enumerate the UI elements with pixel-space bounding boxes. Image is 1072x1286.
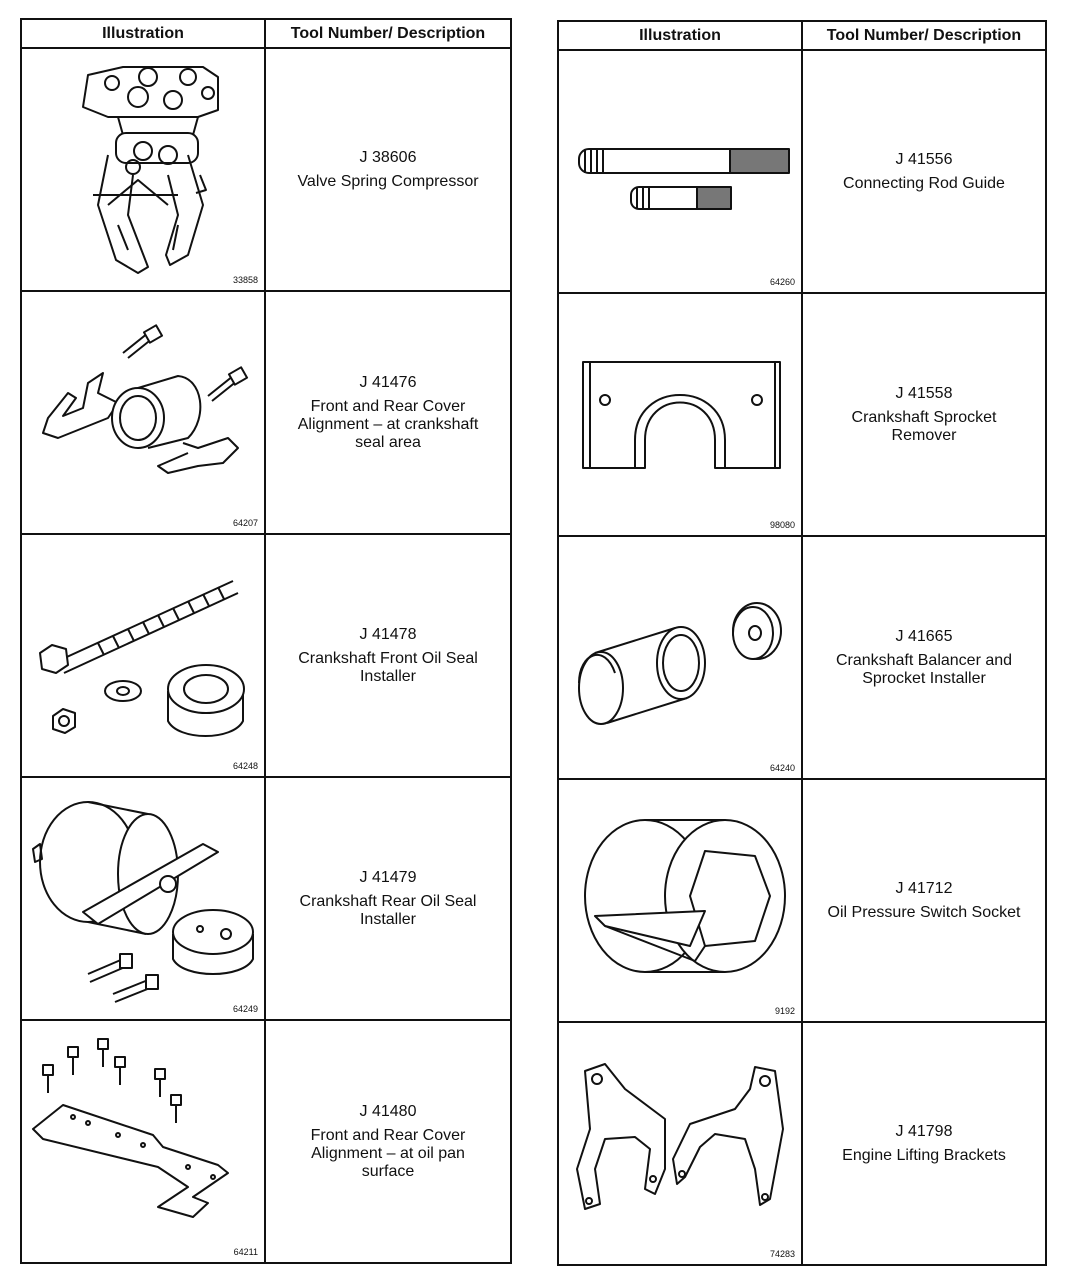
sprocket-remover-icon <box>582 361 781 469</box>
illustration-cell: 64248 <box>20 533 266 778</box>
illustration-cell: 9192 <box>557 778 803 1023</box>
illustration-cell: 98080 <box>557 292 803 537</box>
figure-number: 64211 <box>233 1247 258 1257</box>
balancer-sprocket-installer-icon <box>578 602 782 725</box>
table-row: 98080 J 41558 Crankshaft Sprocket Remove… <box>557 292 1047 537</box>
tool-description: Oil Pressure Switch Socket <box>827 903 1021 921</box>
figure-number: 64260 <box>769 277 795 287</box>
tool-description: Engine Lifting Brackets <box>842 1146 1006 1164</box>
tool-description: Front and Rear Cover Alignment – at cran… <box>297 397 479 451</box>
tool-number: J 41798 <box>895 1122 953 1140</box>
engine-lifting-brackets-icon <box>576 1063 784 1210</box>
illustration-header: Illustration <box>557 20 803 51</box>
description-cell: J 41556 Connecting Rod Guide <box>801 49 1047 294</box>
figure-number: 74283 <box>769 1249 795 1259</box>
figure-number: 64248 <box>232 761 258 771</box>
illustration-cell: 64249 <box>20 776 266 1021</box>
tool-number: J 41712 <box>895 879 953 897</box>
tool-description: Crankshaft Front Oil Seal Installer <box>298 649 478 685</box>
tool-number: J 41558 <box>895 384 953 402</box>
tool-description: Valve Spring Compressor <box>297 172 479 190</box>
tool-description: Front and Rear Cover Alignment – at oil … <box>310 1126 466 1180</box>
tool-number: J 41478 <box>359 625 417 643</box>
illustration-cell: 33858 <box>20 47 266 292</box>
tool-number: J 41665 <box>895 627 953 645</box>
description-cell: J 41798 Engine Lifting Brackets <box>801 1021 1047 1266</box>
table-row: 64260 J 41556 Connecting Rod Guide <box>557 49 1047 294</box>
tools-table-left: Illustration Tool Number/ Description 33… <box>20 18 512 1264</box>
tools-table-right: Illustration Tool Number/ Description 64… <box>557 20 1047 1266</box>
tool-description: Crankshaft Balancer and Sprocket Install… <box>835 651 1013 687</box>
tool-description-header: Tool Number/ Description <box>801 20 1047 51</box>
figure-number: 64240 <box>769 763 795 773</box>
rear-oil-seal-installer-icon <box>32 801 254 1003</box>
description-cell: J 41558 Crankshaft Sprocket Remover <box>801 292 1047 537</box>
description-cell: J 41476 Front and Rear Cover Alignment –… <box>264 290 512 535</box>
tool-description: Crankshaft Rear Oil Seal Installer <box>299 892 477 928</box>
table-row: 64240 J 41665 Crankshaft Balancer and Sp… <box>557 535 1047 780</box>
description-cell: J 41479 Crankshaft Rear Oil Seal Install… <box>264 776 512 1021</box>
table-row: 64211 J 41480 Front and Rear Cover Align… <box>20 1019 512 1264</box>
cover-alignment-oil-pan-icon <box>32 1038 229 1218</box>
illustration-cell: 64240 <box>557 535 803 780</box>
table-row: 64207 J 41476 Front and Rear Cover Align… <box>20 290 512 535</box>
tool-description: Crankshaft Sprocket Remover <box>851 408 997 444</box>
illustration-cell: 64207 <box>20 290 266 535</box>
table-row: 74283 J 41798 Engine Lifting Brackets <box>557 1021 1047 1266</box>
tool-number: J 41480 <box>359 1102 417 1120</box>
cover-alignment-crankshaft-icon <box>42 324 249 474</box>
tool-description: Connecting Rod Guide <box>843 174 1005 192</box>
tool-number: J 41476 <box>359 373 417 391</box>
table-row: 64249 J 41479 Crankshaft Rear Oil Seal I… <box>20 776 512 1021</box>
description-cell: J 38606 Valve Spring Compressor <box>264 47 512 292</box>
illustration-cell: 74283 <box>557 1021 803 1266</box>
illustration-cell: 64211 <box>20 1019 266 1264</box>
valve-spring-compressor-icon <box>82 66 219 274</box>
description-cell: J 41665 Crankshaft Balancer and Sprocket… <box>801 535 1047 780</box>
figure-number: 9192 <box>774 1006 795 1016</box>
table-header-row: Illustration Tool Number/ Description <box>20 18 512 49</box>
figure-number: 64207 <box>232 518 258 528</box>
figure-number: 64249 <box>232 1004 258 1014</box>
description-cell: J 41480 Front and Rear Cover Alignment –… <box>264 1019 512 1264</box>
oil-pressure-switch-socket-icon <box>584 819 786 973</box>
table-row: 33858 J 38606 Valve Spring Compressor <box>20 47 512 292</box>
description-cell: J 41712 Oil Pressure Switch Socket <box>801 778 1047 1023</box>
figure-number: 33858 <box>232 275 258 285</box>
table-header-row: Illustration Tool Number/ Description <box>557 20 1047 51</box>
figure-number: 98080 <box>769 520 795 530</box>
illustration-header: Illustration <box>20 18 266 49</box>
illustration-cell: 64260 <box>557 49 803 294</box>
tool-number: J 41479 <box>359 868 417 886</box>
connecting-rod-guide-icon <box>578 148 790 210</box>
tool-number: J 38606 <box>359 148 417 166</box>
tool-description-header: Tool Number/ Description <box>264 18 512 49</box>
table-row: 64248 J 41478 Crankshaft Front Oil Seal … <box>20 533 512 778</box>
tool-number: J 41556 <box>895 150 953 168</box>
front-oil-seal-installer-icon <box>39 580 245 737</box>
description-cell: J 41478 Crankshaft Front Oil Seal Instal… <box>264 533 512 778</box>
table-row: 9192 J 41712 Oil Pressure Switch Socket <box>557 778 1047 1023</box>
